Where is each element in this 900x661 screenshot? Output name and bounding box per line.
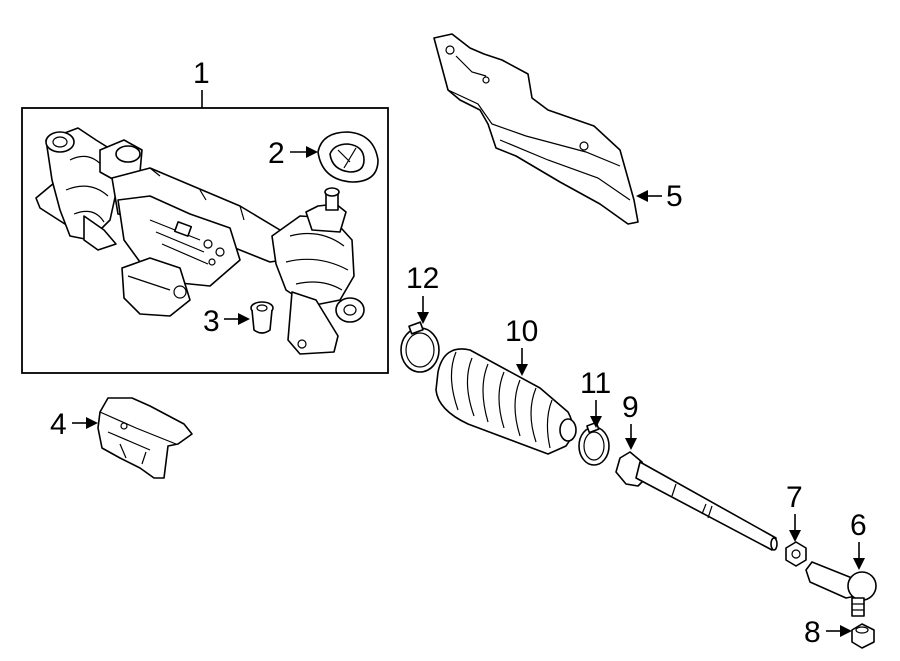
arrow-12 (417, 312, 429, 324)
small-heat-shield (97, 397, 193, 479)
callout-8: 8 (804, 616, 821, 649)
callout-7: 7 (786, 481, 803, 514)
boot-clamp-outer (578, 421, 610, 466)
callout-11: 11 (580, 367, 611, 400)
callout-4: 4 (50, 408, 67, 441)
outer-tie-rod-end (805, 561, 877, 617)
callout-1: 1 (193, 57, 210, 90)
callout-6: 6 (850, 509, 867, 542)
arrow-4 (86, 417, 98, 429)
arrow-9 (625, 438, 637, 450)
mount-bushing (317, 131, 379, 183)
large-heat-shield (433, 33, 639, 225)
steering-gear-assembly (35, 127, 365, 355)
callout-9: 9 (622, 391, 639, 424)
tie-rod-end-nut (851, 623, 875, 649)
arrow-3 (238, 313, 250, 325)
arrow-8 (840, 625, 852, 637)
arrow-7 (789, 530, 801, 542)
grommet (250, 301, 274, 334)
arrow-5 (636, 190, 648, 202)
arrow-10 (516, 364, 528, 376)
assembly-group-box (21, 107, 389, 374)
arrow-6 (853, 558, 865, 570)
callout-10: 10 (505, 315, 538, 348)
jam-nut (785, 541, 807, 567)
callout-5: 5 (666, 180, 683, 213)
callout-12: 12 (406, 262, 439, 295)
arrow-2 (306, 146, 318, 158)
boot-clamp-inner (400, 321, 440, 373)
inner-tie-rod (615, 451, 778, 551)
callout-2: 2 (268, 137, 285, 170)
rack-boot (435, 348, 577, 455)
callout-3: 3 (203, 305, 220, 338)
arrow-11 (590, 416, 602, 428)
